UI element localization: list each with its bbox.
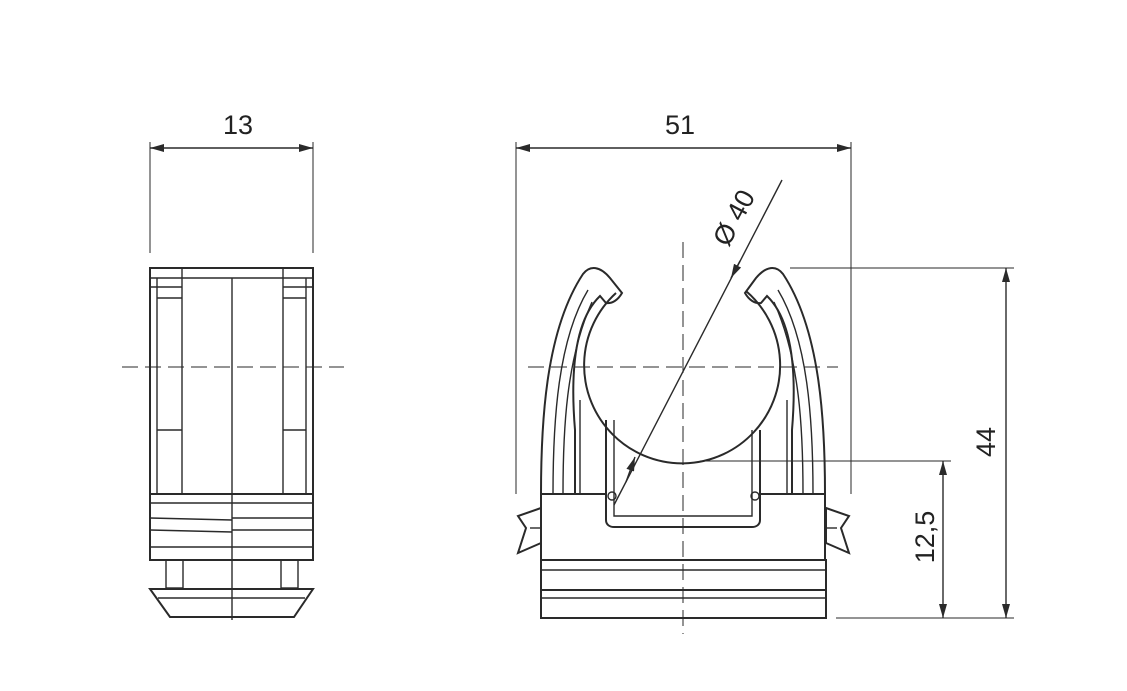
pipe-bore-circle [583, 290, 782, 465]
bore-diameter-label: Ø 40 [707, 185, 761, 251]
side-width-label: 13 [223, 110, 253, 140]
dimension-axis-height: 12,5 [700, 460, 951, 618]
side-view-body [148, 267, 315, 620]
side-view: 13 [122, 110, 344, 620]
overall-height-label: 44 [971, 427, 1001, 457]
axis-height-label: 12,5 [910, 511, 940, 564]
right-clip-arm [743, 267, 826, 495]
dimension-side-width: 13 [149, 110, 314, 253]
dimension-bore-diameter: Ø 40 [613, 179, 783, 506]
front-view: 51 [515, 110, 1014, 634]
dimension-overall-height: 44 [790, 267, 1014, 619]
dimension-overall-width: 51 [515, 110, 852, 494]
overall-width-label: 51 [665, 110, 695, 140]
